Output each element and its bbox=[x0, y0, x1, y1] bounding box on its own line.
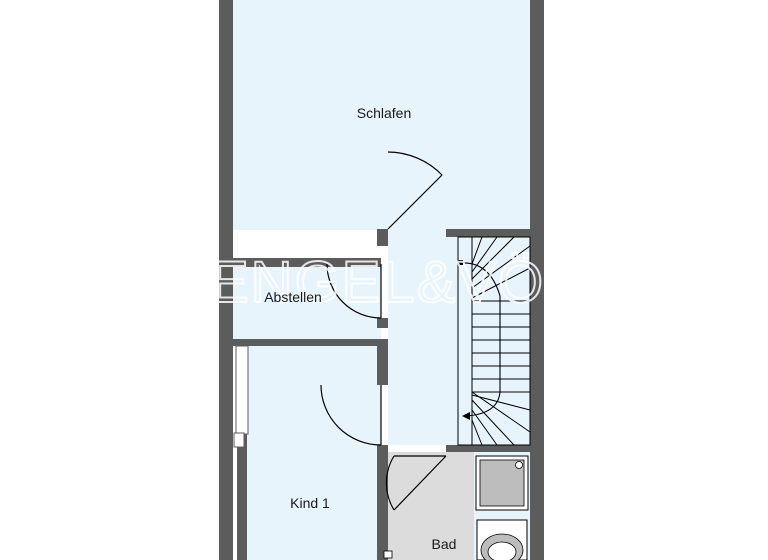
stair-start-marker bbox=[458, 260, 463, 265]
toilet bbox=[476, 519, 528, 560]
stair-arrow-head bbox=[462, 412, 470, 420]
room-bad bbox=[388, 452, 474, 560]
door-kind-1 bbox=[320, 384, 382, 446]
room-kind-1 bbox=[247, 346, 381, 560]
door-schlafen bbox=[387, 151, 443, 230]
room-schlafen bbox=[233, 0, 530, 230]
window-strip bbox=[233, 345, 249, 448]
room-abstellen bbox=[233, 267, 381, 339]
watermark: ENGEL&VÖLKERS bbox=[210, 250, 745, 315]
staircase bbox=[457, 236, 531, 446]
shower-tray bbox=[475, 455, 529, 511]
hallway bbox=[388, 230, 458, 445]
walls bbox=[219, 0, 544, 560]
room-label-schlafen: Schlafen bbox=[357, 105, 411, 121]
room-label-bad: Bad bbox=[432, 536, 457, 552]
room-label-kind-1: Kind 1 bbox=[290, 495, 330, 511]
door-bad bbox=[385, 455, 447, 511]
door-stop bbox=[383, 550, 393, 559]
door-abstellen bbox=[326, 263, 382, 319]
room-label-abstellen: Abstellen bbox=[264, 289, 322, 305]
